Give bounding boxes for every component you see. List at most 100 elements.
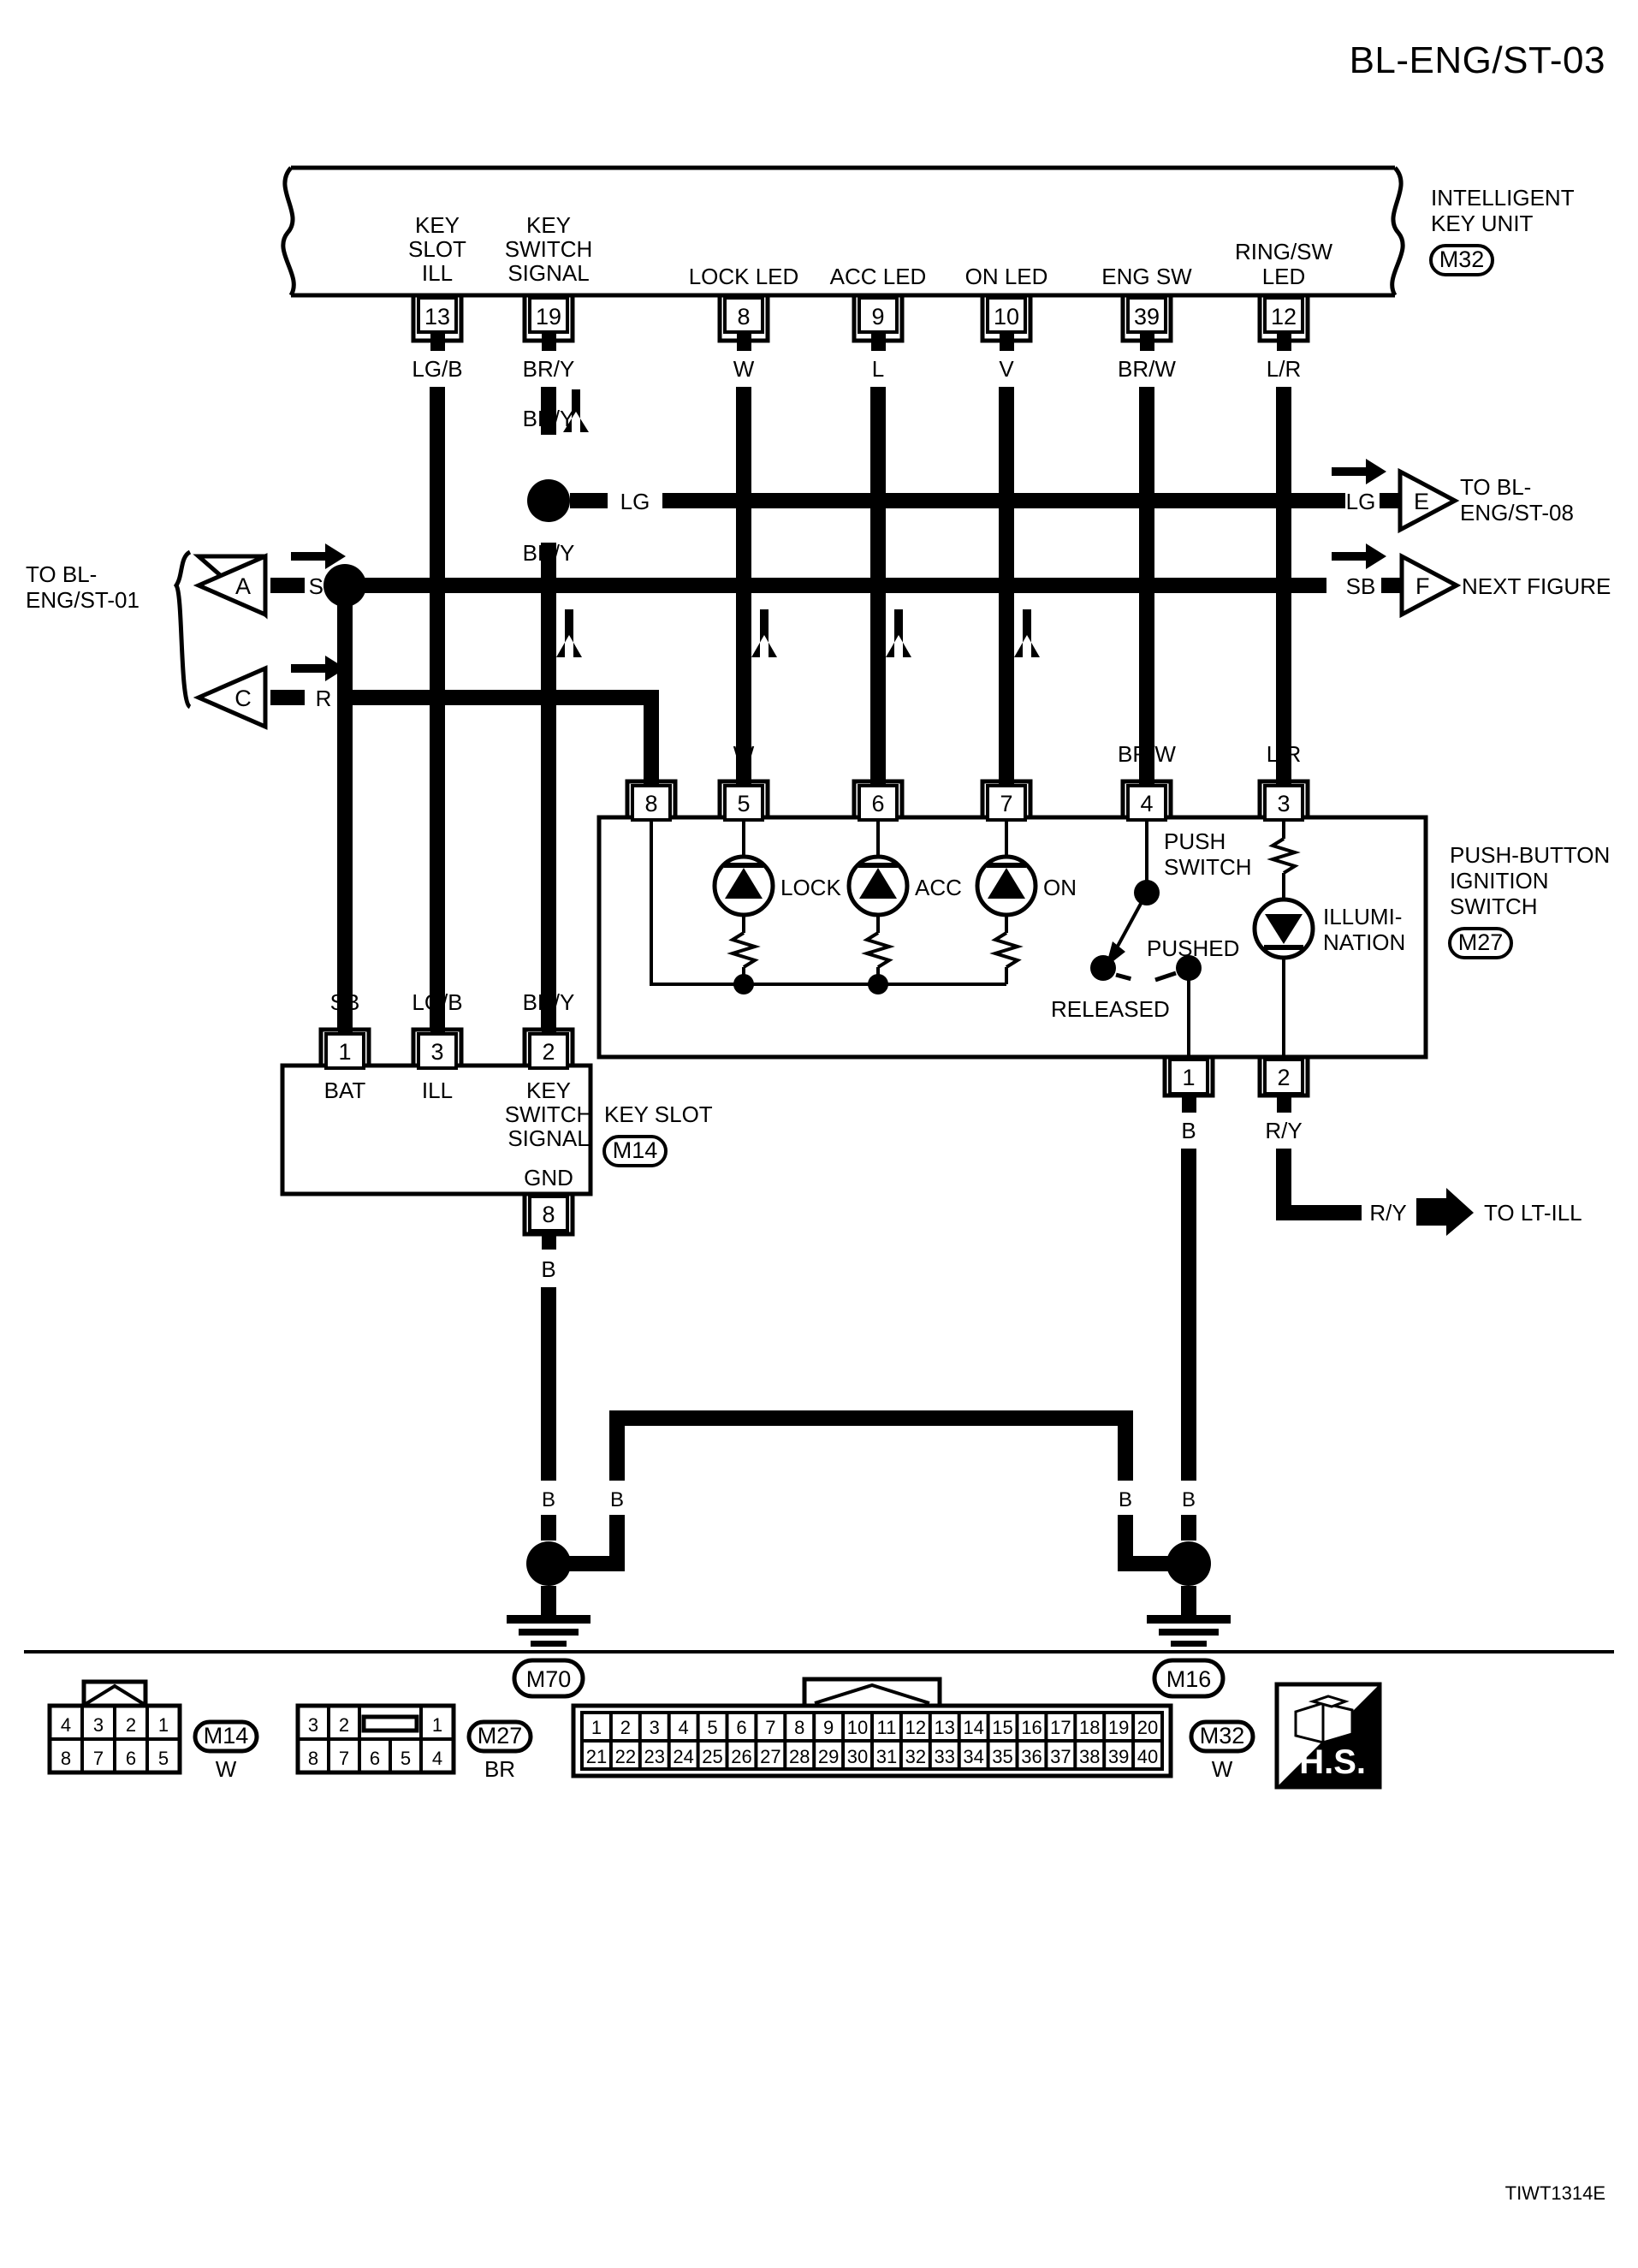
iku-terminal-12: RING/SW LED 12 L/R <box>1235 239 1333 382</box>
pin-number: 1 <box>1182 1065 1195 1090</box>
legend-connector-id: M14 <box>204 1723 249 1748</box>
legend-pin: 34 <box>963 1746 983 1767</box>
wire-b-to-m70 <box>541 1287 556 1481</box>
connector-id-label: M14 <box>613 1137 658 1163</box>
signal-label: ENG SW <box>1101 264 1192 289</box>
legend-pin: 13 <box>935 1717 955 1738</box>
m27-terminal-8: 8 <box>625 770 678 822</box>
signal-label: LOCK LED <box>689 264 799 289</box>
legend-pin: 4 <box>679 1717 689 1738</box>
wire-color-label: B <box>1181 1118 1196 1143</box>
terminal-function-label: ILL <box>422 1078 453 1103</box>
wire-color-label: B <box>1119 1488 1132 1511</box>
legend-pin: 1 <box>158 1714 169 1736</box>
key-slot-box <box>280 1063 593 1196</box>
legend-pin: 12 <box>905 1717 926 1738</box>
pin-number: 1 <box>338 1039 351 1065</box>
pin-number: 13 <box>424 304 450 330</box>
junction-dot <box>733 974 754 994</box>
legend-connector-color: BR <box>484 1756 515 1782</box>
footer-code: TIWT1314E <box>1505 2182 1605 2204</box>
wire-color-label: B <box>542 1488 555 1511</box>
m27-name-line1: PUSH-BUTTON <box>1450 842 1610 868</box>
legend-pin: 37 <box>1050 1746 1071 1767</box>
pin-number: 39 <box>1134 304 1160 330</box>
ground-id-label: M16 <box>1166 1666 1212 1692</box>
connector-id-M14: M14 <box>602 1135 668 1167</box>
m14-terminal-8-gnd: GND 8 B <box>522 1165 575 1282</box>
led-acc: ACC <box>846 854 962 917</box>
junction-lg-br-y: BR/Y BR/Y LG LG <box>523 406 1400 566</box>
wire-color-label: L <box>872 741 884 767</box>
m14-terminal-1: 1 BAT <box>318 1018 371 1103</box>
wire-color-label: BR/W <box>1118 356 1176 382</box>
legend-pin: 10 <box>847 1717 868 1738</box>
terminal-function-label: GND <box>524 1165 573 1190</box>
illumination-label-line1: ILLUMI- <box>1323 904 1402 929</box>
legend-connector-id: M32 <box>1200 1723 1245 1748</box>
page-connector-E[interactable]: E TO BL- ENG/ST-08 <box>1398 467 1574 534</box>
legend-connector-id: M27 <box>478 1723 523 1748</box>
signal-label: SIGNAL <box>507 260 589 286</box>
pin-number: 10 <box>994 304 1019 330</box>
signal-label: SLOT <box>408 236 466 262</box>
legend-connector-M27: 3 2 1 8 7 6 5 4 M27 BR <box>295 1703 533 1782</box>
wire-color-label: V <box>999 741 1014 767</box>
legend-pin: 25 <box>702 1746 722 1767</box>
ground-bridge <box>609 1410 1133 1481</box>
wire-color-label: SB <box>1346 573 1376 599</box>
iku-terminal-39: ENG SW 39 BR/W <box>1101 264 1192 382</box>
legend-pin: 7 <box>765 1717 775 1738</box>
legend-pin: 32 <box>905 1746 926 1767</box>
ground-m16: B B M16 <box>1118 1488 1231 1699</box>
legend-pin: 2 <box>339 1714 349 1736</box>
wire-color-label: V <box>999 356 1014 382</box>
iku-terminal-9: ACC LED 9 L <box>830 264 927 382</box>
legend-pin: 8 <box>61 1748 71 1769</box>
signal-label: ON LED <box>965 264 1048 289</box>
wire-color-label: R <box>644 741 660 767</box>
key-slot-name: KEY SLOT <box>604 1101 713 1127</box>
wire-color-label: SB <box>330 989 360 1015</box>
pin-number: 2 <box>542 1039 555 1065</box>
legend-pin: 7 <box>93 1748 104 1769</box>
page-connector-letter: E <box>1414 489 1429 514</box>
signal-label: KEY <box>526 212 571 238</box>
m14-terminal-2: 2 KEY SWITCH SIGNAL <box>505 1018 593 1151</box>
legend-pin: 8 <box>308 1748 318 1769</box>
legend-pin: 29 <box>818 1746 839 1767</box>
page-connector-F[interactable]: F NEXT FIGURE <box>1399 552 1611 619</box>
terminal-function-label: SWITCH <box>505 1101 593 1127</box>
led-resistors <box>727 931 1024 969</box>
connector-id-M27: M27 <box>1448 927 1513 959</box>
page-connector-target-line2: ENG/ST-08 <box>1460 500 1574 525</box>
pin-number: 3 <box>430 1039 443 1065</box>
legend-pin: 23 <box>644 1746 665 1767</box>
legend-pin: 18 <box>1079 1717 1100 1738</box>
legend-pin: 33 <box>935 1746 955 1767</box>
legend-pin: 14 <box>963 1717 983 1738</box>
push-switch-title-line2: SWITCH <box>1164 854 1252 880</box>
led-on: ON <box>975 854 1077 917</box>
wire-color-label: B <box>541 1256 555 1282</box>
illumination-label-line2: NATION <box>1323 929 1405 955</box>
wire-color-label: R <box>316 686 332 711</box>
pin-number: 6 <box>871 791 884 816</box>
hs-badge: H.S. <box>1274 1682 1382 1790</box>
bus-r: R <box>270 656 659 784</box>
junction-dot <box>868 974 888 994</box>
push-switch-title-line1: PUSH <box>1164 828 1226 854</box>
legend-pin: 6 <box>126 1748 136 1769</box>
pin-number: 8 <box>737 304 750 330</box>
page-connector-letter: A <box>235 573 251 599</box>
page-connector-C[interactable]: C <box>193 665 268 730</box>
legend-pin: 3 <box>650 1717 660 1738</box>
m27-name-line3: SWITCH <box>1450 894 1538 919</box>
legend-pin: 2 <box>126 1714 136 1736</box>
page-connector-A[interactable]: A <box>193 553 268 620</box>
legend-pin: 19 <box>1108 1717 1129 1738</box>
legend-connector-M14: 4 3 2 1 8 7 6 5 M14 W <box>47 1679 259 1782</box>
wire-color-label: BR/Y <box>523 406 575 431</box>
pin-number: 9 <box>871 304 884 330</box>
